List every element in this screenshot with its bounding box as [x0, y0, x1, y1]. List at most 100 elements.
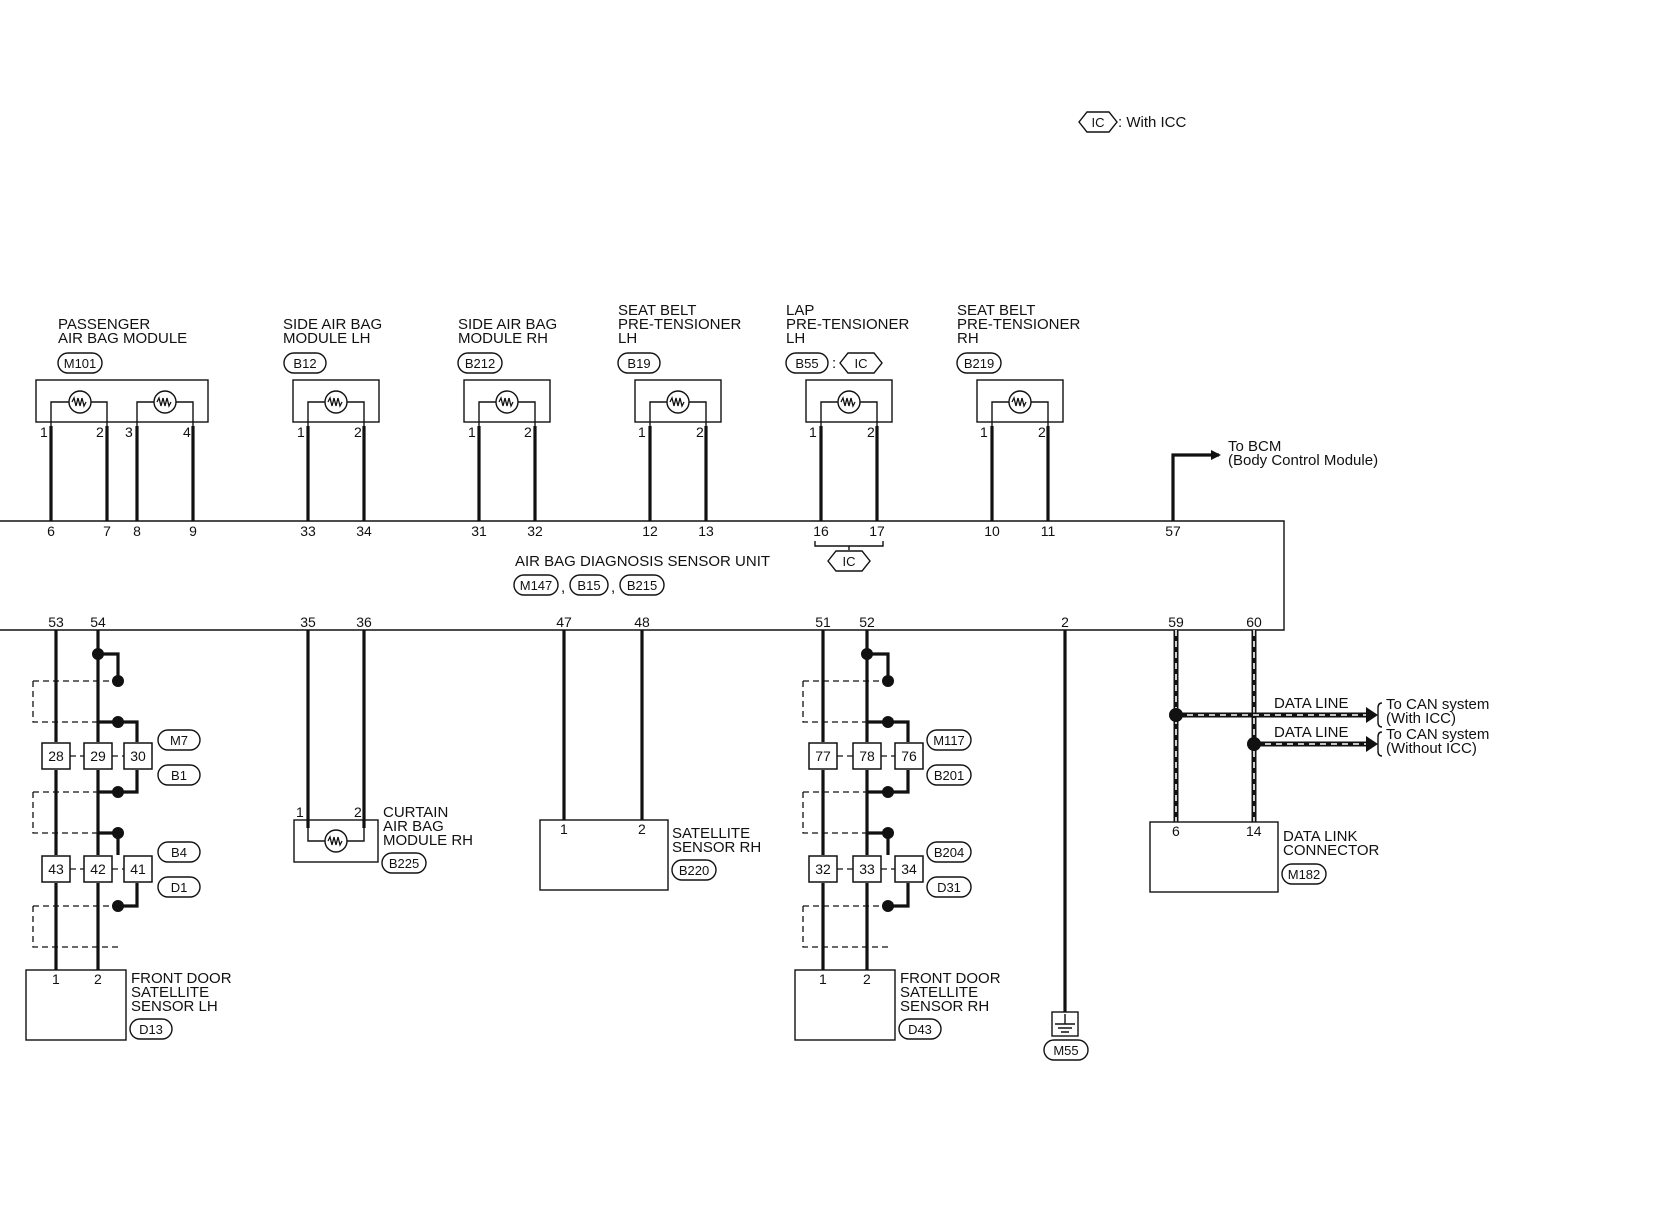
svg-text:LH: LH: [618, 330, 637, 347]
connector-tag: B55: [785, 352, 829, 374]
ic-hex-icon: [1078, 111, 1118, 133]
connector-tag: M117: [926, 729, 972, 751]
connector-tag: B215: [619, 574, 665, 596]
satellite-sensor-rh: 1 2 SATELLITE SENSOR RH B220: [539, 630, 761, 891]
side-airbag-module-rh: SIDE AIR BAG MODULE RH B212 1 2: [457, 316, 557, 440]
svg-text:2: 2: [867, 424, 875, 440]
side-airbag-module-lh: SIDE AIR BAG MODULE LH B12 1 2: [283, 316, 382, 440]
connector-terminal: 76: [894, 742, 924, 770]
resistor-icon: [837, 390, 861, 414]
svg-text:B204: B204: [934, 845, 964, 860]
legend-text: : With ICC: [1118, 114, 1187, 131]
connector-terminal: 29: [83, 742, 113, 770]
harness-lh: 28 29 30 43 42 41 M7 B1 B4 D1: [32, 630, 201, 970]
svg-text:SIDE AIR BAG: SIDE AIR BAG: [283, 316, 382, 333]
connector-tag: B12: [283, 352, 327, 374]
svg-text:To CAN system: To CAN system: [1386, 726, 1489, 743]
svg-text:6: 6: [47, 523, 55, 539]
lap-pretensioner-lh: LAP PRE-TENSIONER LH B55 : IC 1 2: [785, 302, 910, 440]
svg-text:MODULE RH: MODULE RH: [458, 330, 548, 347]
svg-text:78: 78: [859, 748, 875, 764]
data-link-connector: 6 14 DATA LINK CONNECTOR M182: [1149, 821, 1380, 893]
svg-text:B215: B215: [627, 578, 657, 593]
svg-text:M182: M182: [1288, 867, 1321, 882]
svg-text:35: 35: [300, 614, 316, 630]
svg-text:1: 1: [560, 821, 568, 837]
svg-text:42: 42: [90, 861, 106, 877]
connector-tag: B201: [926, 764, 972, 786]
connector-terminal: 28: [41, 742, 71, 770]
ic-hex-icon: [827, 550, 871, 572]
svg-text:43: 43: [48, 861, 64, 877]
svg-text:7: 7: [103, 523, 111, 539]
svg-text:DATA LINK: DATA LINK: [1283, 828, 1357, 845]
svg-text:B15: B15: [577, 578, 600, 593]
svg-text:60: 60: [1246, 614, 1262, 630]
svg-text:1: 1: [296, 804, 304, 820]
connector-tag: M7: [157, 729, 201, 751]
svg-text:PRE-TENSIONER: PRE-TENSIONER: [786, 316, 910, 333]
front-door-satellite-sensor-rh: 1 2 FRONT DOOR SATELLITE SENSOR RH D43: [794, 969, 1001, 1041]
svg-text:M101: M101: [64, 356, 97, 371]
connector-terminal: 32: [808, 855, 838, 883]
svg-text:SATELLITE: SATELLITE: [672, 825, 750, 842]
svg-text:B219: B219: [964, 356, 994, 371]
svg-text:34: 34: [356, 523, 372, 539]
component-name: PASSENGER: [58, 316, 150, 333]
svg-text:2: 2: [1061, 614, 1069, 630]
top-wires: [49, 426, 1221, 521]
svg-text:IC: IC: [843, 554, 856, 569]
svg-text:B212: B212: [465, 356, 495, 371]
svg-text:,: ,: [561, 579, 565, 596]
svg-text:B12: B12: [293, 356, 316, 371]
svg-text:2: 2: [638, 821, 646, 837]
component-name: AIR BAG MODULE: [58, 330, 187, 347]
svg-text:MODULE LH: MODULE LH: [283, 330, 371, 347]
resistor-icon: [324, 390, 348, 414]
curtain-airbag-module-rh: 1 2 CURTAIN AIR BAG MODULE RH B225: [293, 630, 473, 874]
svg-text:77: 77: [815, 748, 831, 764]
svg-text:30: 30: [130, 748, 146, 764]
svg-text:SENSOR LH: SENSOR LH: [131, 998, 218, 1015]
svg-text:1: 1: [638, 424, 646, 440]
svg-text:51: 51: [815, 614, 831, 630]
svg-text:D31: D31: [937, 880, 961, 895]
svg-text:11: 11: [1041, 523, 1056, 539]
connector-tag: D43: [898, 1018, 942, 1040]
svg-text:2: 2: [354, 424, 362, 440]
connector-terminal: 77: [808, 742, 838, 770]
sensor-unit-name: AIR BAG DIAGNOSIS SENSOR UNIT: [515, 553, 770, 570]
svg-text:32: 32: [527, 523, 543, 539]
svg-text:1: 1: [819, 971, 827, 987]
svg-text:B225: B225: [389, 856, 419, 871]
legend: IC : With ICC: [1078, 111, 1187, 133]
svg-text:PRE-TENSIONER: PRE-TENSIONER: [618, 316, 742, 333]
connector-tag: B4: [157, 841, 201, 863]
svg-text:DATA LINE: DATA LINE: [1274, 724, 1348, 741]
connector-tag: M101: [57, 352, 103, 374]
svg-text:76: 76: [901, 748, 917, 764]
svg-text:SENSOR RH: SENSOR RH: [672, 839, 761, 856]
svg-text:2: 2: [863, 971, 871, 987]
svg-text:M147: M147: [520, 578, 553, 593]
svg-text:36: 36: [356, 614, 372, 630]
svg-text:SATELLITE: SATELLITE: [131, 984, 209, 1001]
connector-terminal: 41: [123, 855, 153, 883]
svg-text:14: 14: [1246, 823, 1262, 839]
ground: M55: [1043, 630, 1089, 1061]
ground-icon: [1055, 1014, 1075, 1033]
svg-text:MODULE RH: MODULE RH: [383, 832, 473, 849]
svg-text:D1: D1: [171, 880, 188, 895]
connector-tag: B19: [617, 352, 661, 374]
connector-tag: M55: [1043, 1039, 1089, 1061]
svg-text:41: 41: [130, 861, 146, 877]
svg-text:28: 28: [48, 748, 64, 764]
svg-text:LAP: LAP: [786, 302, 814, 319]
connector-tag: M182: [1281, 863, 1327, 885]
svg-text:2: 2: [524, 424, 532, 440]
svg-text:2: 2: [354, 804, 362, 820]
svg-text:29: 29: [90, 748, 106, 764]
connector-terminal: 34: [894, 855, 924, 883]
resistor-icon: [68, 390, 92, 414]
connector-tag: B219: [956, 352, 1002, 374]
